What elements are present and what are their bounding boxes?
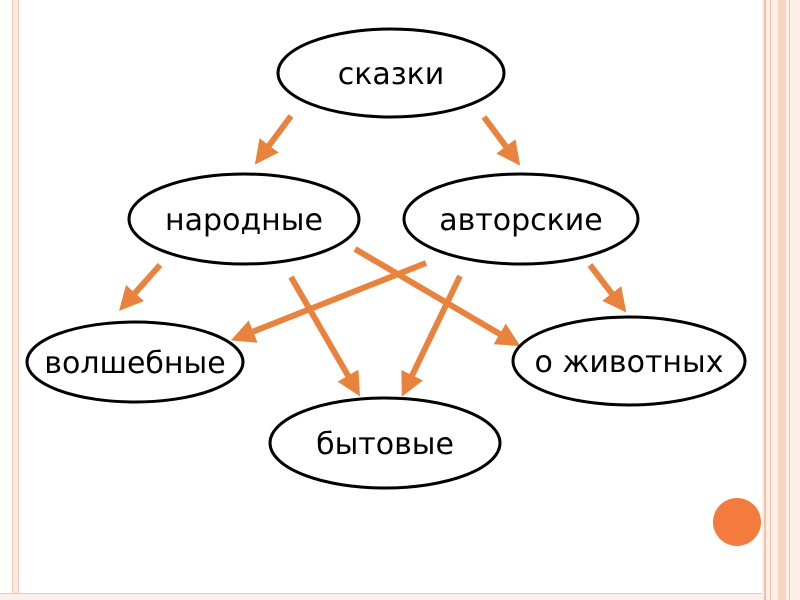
node-narodnye: народные [127,172,361,266]
node-avtorskie: авторские [402,172,640,266]
arrow-skazki-narodnye [254,114,294,165]
decorative-dot [713,498,761,546]
arrow-narodnye-o-zhivotnyh [353,246,521,347]
node-label: о животных [535,345,724,380]
node-label: волшебные [44,346,225,381]
node-label: авторские [439,203,603,238]
node-o-zhivotnyh: о животных [511,315,747,407]
slide-frame-bottom [0,593,762,600]
node-bytovye: бытовые [268,396,502,490]
arrow-narodnye-bytovye [288,275,361,397]
arrow-skazki-avtorskie [481,115,521,166]
slide-frame-left [12,0,19,600]
node-label: бытовые [316,427,454,462]
node-label: народные [165,203,323,238]
arrow-avtorskie-volshebnye [230,260,428,343]
arrow-avtorskie-o-zhivotnyh [587,263,627,313]
arrows [119,114,627,397]
arrow-avtorskie-bytovye [401,274,463,397]
node-label: сказки [338,57,445,92]
node-skazki: сказки [276,27,506,119]
slide-frame-right [762,0,800,600]
arrow-narodnye-volshebnye [119,263,163,311]
node-volshebnye: волшебные [25,320,245,404]
